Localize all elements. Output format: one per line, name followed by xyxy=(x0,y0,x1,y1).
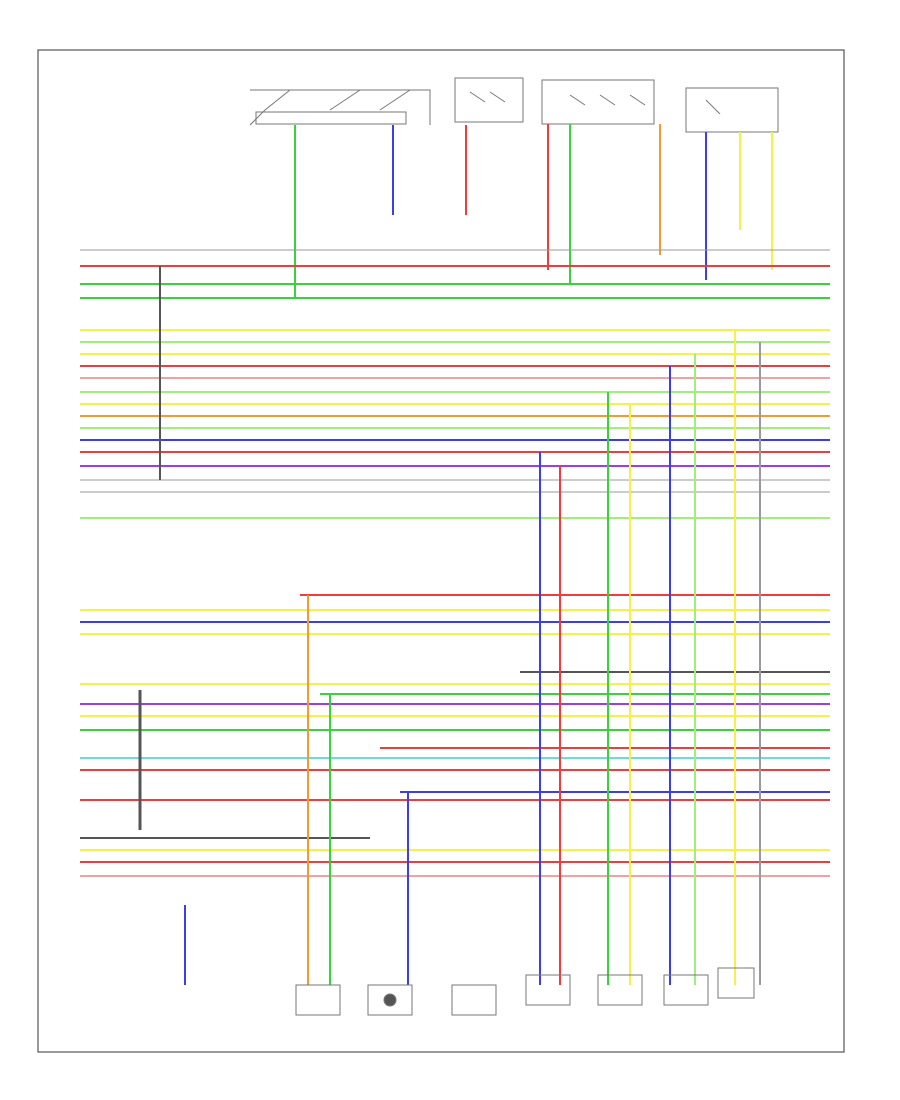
bottom-vertical-wires xyxy=(138,266,761,985)
horizontal-wire-bus xyxy=(80,249,830,877)
diagram-frame xyxy=(37,49,845,1053)
relay-box-3 xyxy=(685,87,779,133)
bottom-components xyxy=(295,967,755,1016)
relay-box-1 xyxy=(454,77,524,123)
ignition-switch xyxy=(249,89,431,126)
relay-box-2 xyxy=(541,79,655,125)
top-vertical-wires xyxy=(294,124,773,298)
